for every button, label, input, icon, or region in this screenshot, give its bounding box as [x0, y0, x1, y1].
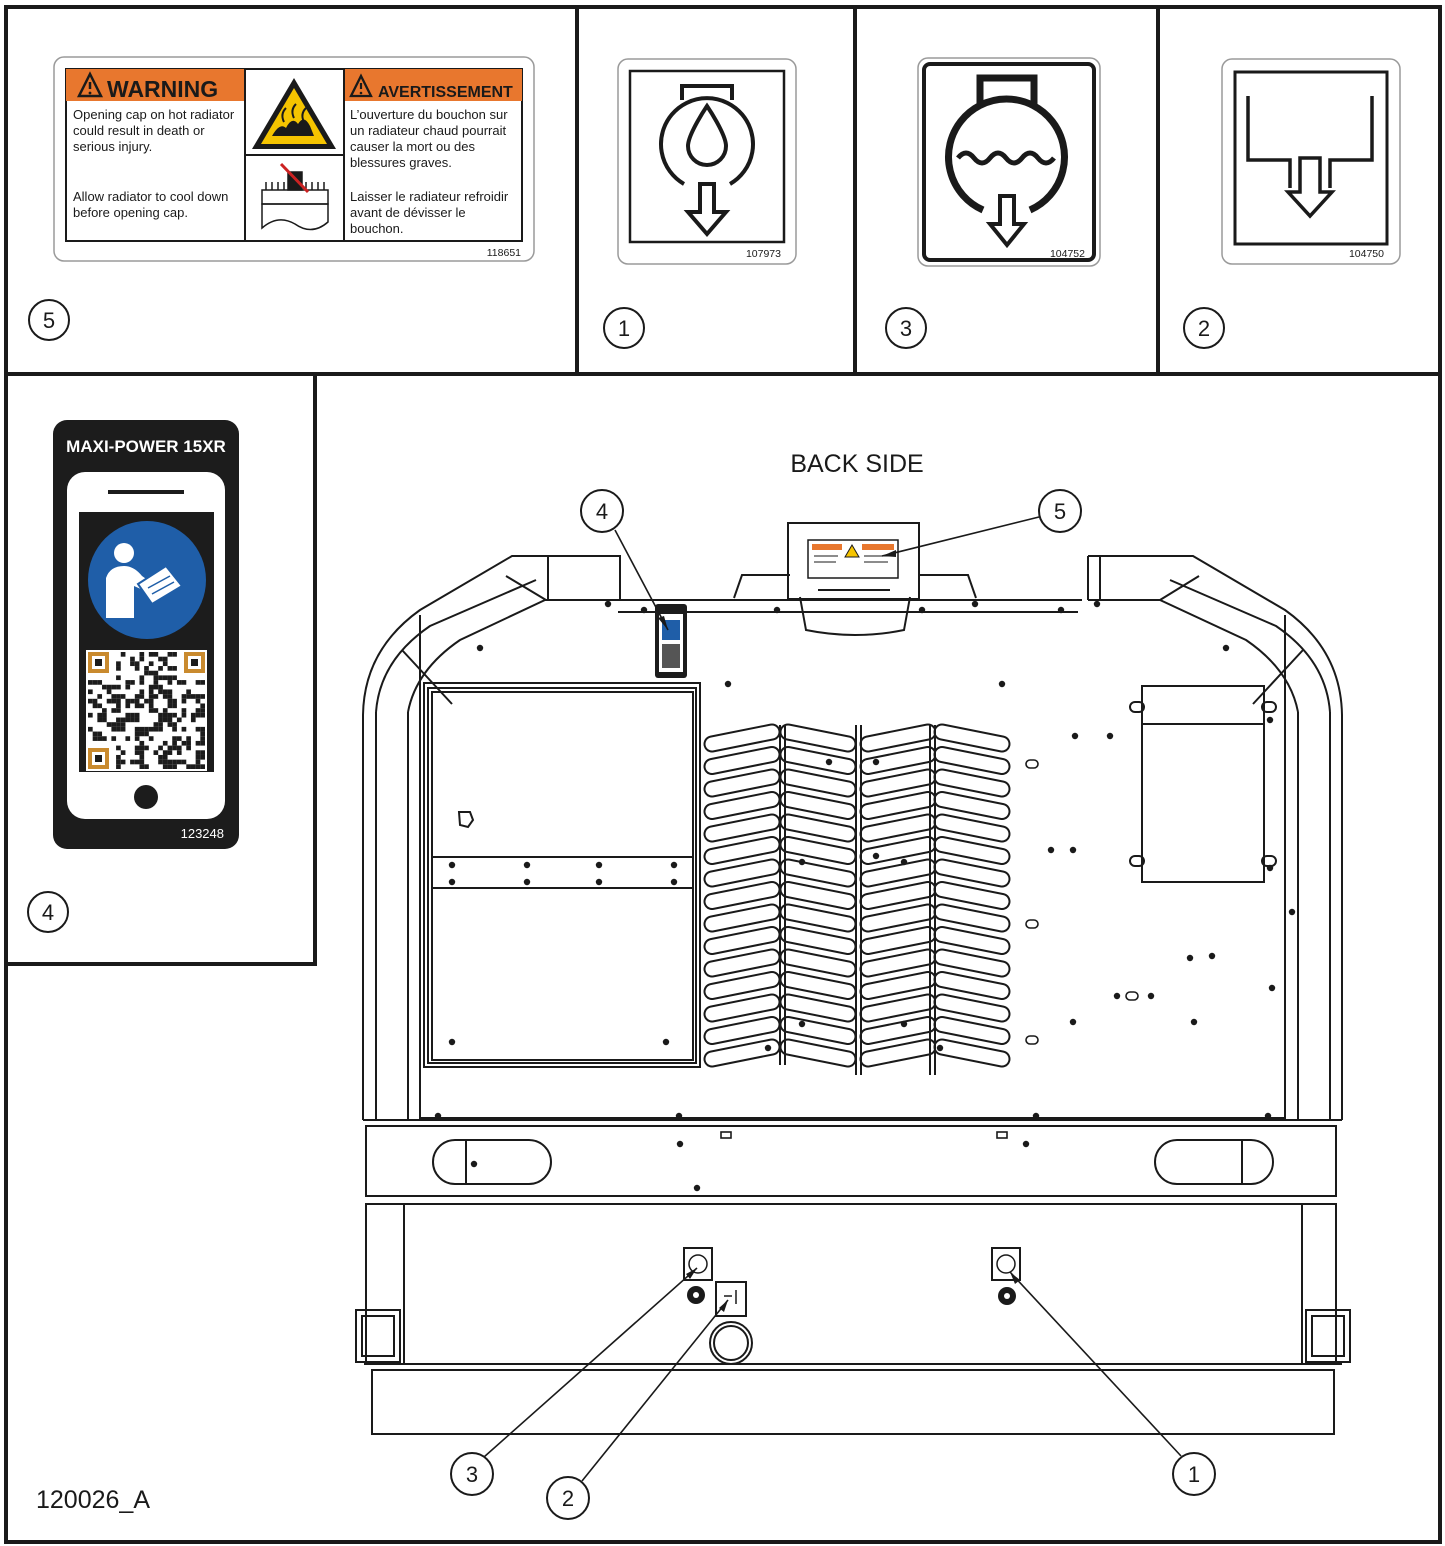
callout-bubble: 1 [1172, 1452, 1216, 1496]
manual-qr-decal: MAXI-POWER 15XR 123248 [53, 420, 239, 849]
warning-text-fr: Laisser le radiateur refroidir [350, 189, 509, 204]
svg-text:4: 4 [596, 499, 608, 524]
part-number: 123248 [181, 826, 224, 841]
callout-bubble: 4 [27, 891, 69, 933]
svg-text:3: 3 [900, 316, 912, 341]
warning-text-fr: un radiateur chaud pourrait [350, 123, 506, 138]
leader-lines [483, 515, 1182, 1482]
alert-triangle-icon [76, 71, 104, 98]
warning-text-fr: avant de dévisser le [350, 205, 466, 220]
warning-text-en: before opening cap. [73, 205, 188, 220]
qr-code-icon [86, 650, 207, 771]
warning-text-fr: blessures graves. [350, 155, 452, 170]
radiator-warning-decal: WARNING AVERTISSEMENT Opening cap on hot… [53, 56, 535, 262]
svg-text:5: 5 [1054, 499, 1066, 524]
oil-drain-decal: 107973 [617, 58, 797, 265]
placed-fuel-decal [715, 1281, 747, 1317]
svg-text:2: 2 [1198, 316, 1210, 341]
oil-drain-icon [659, 84, 755, 238]
callout-bubble: 2 [546, 1476, 590, 1520]
svg-text:1: 1 [618, 316, 630, 341]
placed-warning-decal [807, 539, 899, 579]
alert-triangle-icon [349, 73, 373, 98]
no-open-cap-icon [261, 162, 329, 231]
fasteners [434, 600, 1296, 1192]
warning-text-en: Allow radiator to cool down [73, 189, 228, 204]
part-number: 104750 [1349, 248, 1384, 260]
fuel-drain-decal: 104750 [1221, 58, 1401, 265]
drawing-id: 120026_A [36, 1486, 150, 1514]
warning-text-fr: bouchon. [350, 221, 404, 236]
callout-bubble: 5 [28, 299, 70, 341]
warning-text-fr: causer la mort ou des [350, 139, 476, 154]
placed-coolant-decal [683, 1247, 713, 1304]
callout-bubble: 4 [580, 489, 624, 533]
svg-text:5: 5 [43, 308, 55, 333]
decal-title: MAXI-POWER 15XR [66, 437, 226, 456]
part-number: 107973 [746, 248, 781, 260]
svg-text:4: 4 [42, 900, 54, 925]
avertissement-header: AVERTISSEMENT [378, 84, 513, 101]
read-manual-icon [88, 521, 206, 639]
warning-text-en: Opening cap on hot radiator [73, 107, 235, 122]
svg-text:1: 1 [1188, 1462, 1200, 1487]
sheet-frame [4, 5, 1442, 1544]
placed-oil-decal [991, 1247, 1021, 1305]
fuel-tank-drain-icon [1246, 96, 1374, 219]
radiator-grille [703, 723, 1011, 1075]
avertissement-header-bar [344, 69, 522, 101]
svg-text:2: 2 [562, 1486, 574, 1511]
callout-bubble: 2 [1183, 307, 1225, 349]
warning-header: WARNING [107, 76, 218, 102]
part-number: 118651 [487, 247, 521, 259]
coolant-drain-icon [945, 74, 1068, 249]
callout-bubble: 3 [885, 307, 927, 349]
part-number: 104752 [1050, 248, 1085, 260]
warning-text-en: could result in death or [73, 123, 205, 138]
phone-home-button [134, 785, 158, 809]
machine-back-view [355, 522, 1351, 1435]
coolant-drain-decal: 104752 [917, 57, 1101, 267]
view-title: BACK SIDE [790, 450, 923, 478]
leader-arrowheads [658, 550, 1020, 1312]
warning-text-fr: L’ouverture du bouchon sur [350, 107, 508, 122]
hot-radiator-hazard-icon [252, 78, 336, 149]
warning-text-en: serious injury. [73, 139, 152, 154]
svg-text:3: 3 [466, 1462, 478, 1487]
callout-bubble: 1 [603, 307, 645, 349]
callout-bubble: 5 [1038, 489, 1082, 533]
callout-bubble: 3 [450, 1452, 494, 1496]
